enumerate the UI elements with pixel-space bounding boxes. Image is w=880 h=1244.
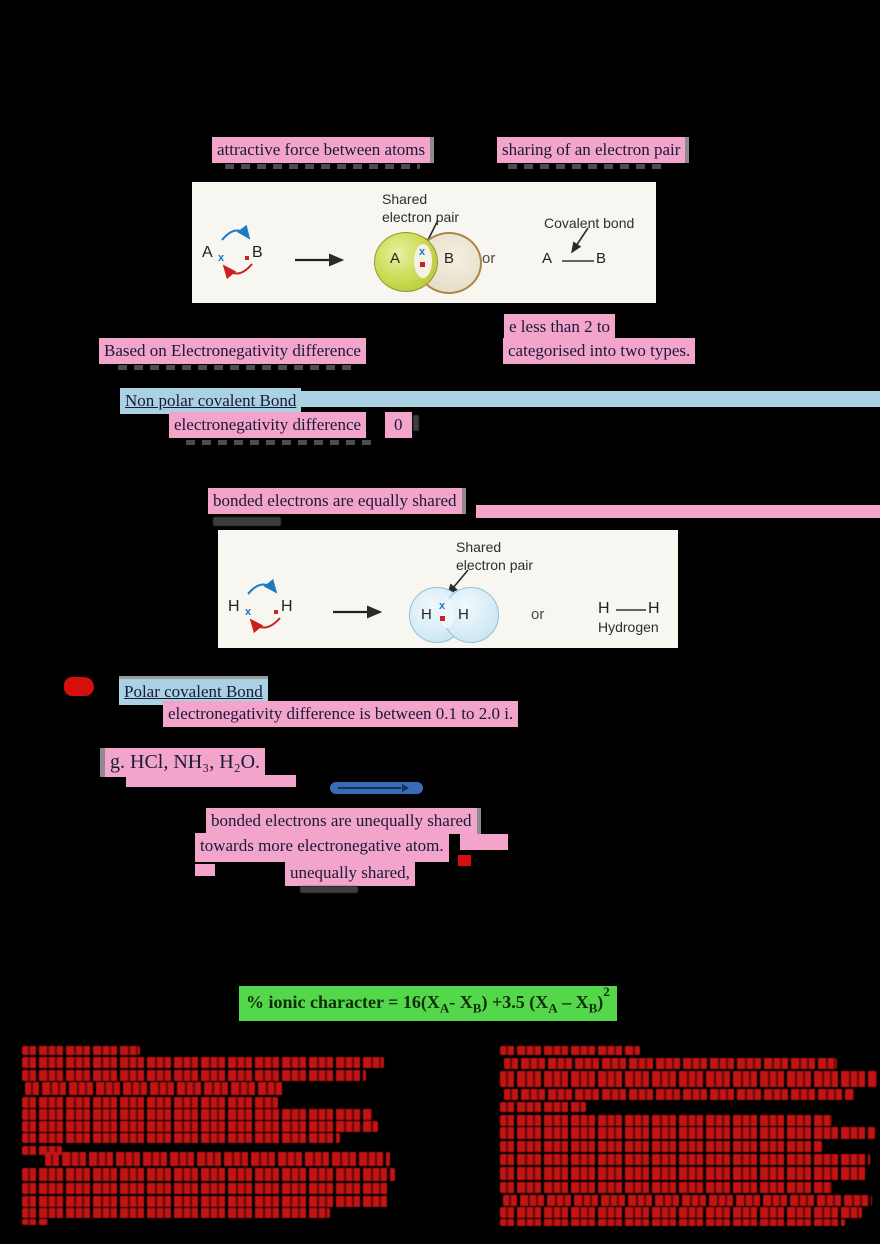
or-label: or <box>482 250 496 267</box>
red-text-line <box>500 1127 875 1139</box>
red-text-line <box>22 1168 395 1181</box>
electron-dot-mark <box>420 262 425 267</box>
red-text-line <box>500 1207 862 1218</box>
atom-h-label: H <box>458 606 469 623</box>
red-text-line <box>503 1195 872 1206</box>
text-remnant <box>300 886 358 893</box>
red-text-line <box>500 1182 832 1193</box>
highlight-en-difference: electronegativity difference <box>169 412 367 438</box>
atom-b-label: B <box>252 244 263 261</box>
overlap-lens <box>414 244 432 278</box>
red-mark <box>458 855 471 866</box>
text-remnant <box>225 164 420 169</box>
red-text-line <box>22 1121 378 1132</box>
atom-h-label: H <box>281 598 293 615</box>
arrow-shaft <box>338 787 401 789</box>
atom-h-label: H <box>648 600 660 617</box>
electron-x-mark: x <box>439 600 446 612</box>
red-text-line <box>25 1082 285 1095</box>
red-text-line <box>22 1109 372 1120</box>
highlight-less-than-2: e less than 2 to <box>504 314 616 340</box>
electron-x-mark: x <box>218 252 225 264</box>
electron-transfer-arrow-red <box>249 617 281 634</box>
red-text-line <box>22 1146 62 1155</box>
polar-covalent-bond-heading: Polar covalent Bond <box>119 676 268 705</box>
highlight-unequally-shared-2: unequally shared, <box>285 860 415 886</box>
red-text-line <box>504 1089 854 1100</box>
red-text-line <box>500 1115 832 1126</box>
highlight-attractive-force: attractive force between atoms <box>212 137 431 163</box>
electron-transfer-arrow-red <box>222 263 253 280</box>
electron-dot-mark <box>245 256 249 260</box>
pink-highlight-band <box>476 505 880 518</box>
highlight-categorised-two-types: categorised into two types. <box>503 338 696 364</box>
red-text-line <box>22 1208 330 1218</box>
highlight-unequally-shared: bonded electrons are unequally shared <box>206 808 477 834</box>
red-text-line <box>45 1152 390 1166</box>
diagram-arrows <box>221 219 594 280</box>
red-text-line <box>500 1102 586 1112</box>
red-text-line <box>500 1141 822 1152</box>
pink-fragment <box>460 834 508 850</box>
text-remnant <box>118 365 353 370</box>
pink-highlight-band <box>126 775 296 787</box>
covalent-bond-pointer-arrow <box>571 227 589 254</box>
text-remnant <box>413 415 419 431</box>
text-remnant <box>508 164 668 169</box>
text-remnant <box>213 517 281 526</box>
red-text-line <box>500 1167 868 1180</box>
arrow-head <box>402 784 409 792</box>
pink-fragment <box>195 864 215 876</box>
electron-x-mark: x <box>419 246 426 258</box>
red-text-line <box>500 1219 845 1226</box>
highlight-zero: 0 <box>385 412 412 438</box>
cyan-highlight-band <box>298 391 880 407</box>
red-text-line <box>22 1097 278 1108</box>
atom-b-label: B <box>596 250 607 267</box>
blue-strikethrough-bar <box>330 782 423 794</box>
red-text-line <box>22 1183 390 1194</box>
red-text-line <box>22 1196 390 1207</box>
atom-h-label: H <box>228 598 240 615</box>
atom-h-label: H <box>421 606 432 623</box>
electron-dot-mark <box>440 616 445 621</box>
red-text-line <box>500 1154 870 1165</box>
ionic-character-formula: % ionic character = 16(XA- XB) +3.5 (XA … <box>239 984 617 1021</box>
highlight-equally-shared: bonded electrons are equally shared <box>208 488 462 514</box>
highlight-towards-atom: towards more electronegative atom. <box>195 833 449 862</box>
red-text-line <box>22 1133 340 1143</box>
highlight-examples: g. HCl, NH₃, H₂O. <box>105 748 266 777</box>
electron-dot-mark <box>274 610 278 614</box>
red-text-line <box>500 1046 640 1055</box>
red-text-line <box>500 1071 877 1087</box>
highlight-sharing-electron-pair: sharing of an electron pair <box>497 137 686 163</box>
hydrogen-name-label: Hydrogen <box>598 619 659 635</box>
nonpolar-covalent-bond-heading: Non polar covalent Bond <box>120 388 302 414</box>
covalent-bond-label: Covalent bond <box>544 215 635 231</box>
text-remnant <box>186 440 376 445</box>
electron-x-mark: x <box>245 606 252 618</box>
or-label: or <box>531 606 545 623</box>
red-text-line <box>22 1046 140 1055</box>
red-text-line <box>22 1070 366 1081</box>
red-marker-blob <box>64 677 94 696</box>
red-text-line <box>22 1057 384 1068</box>
electron-transfer-arrow-blue <box>221 224 251 241</box>
atom-a-label: A <box>542 250 553 267</box>
red-text-line <box>22 1219 48 1225</box>
atom-a-label: A <box>202 244 213 261</box>
electron-transfer-arrow-blue <box>247 578 278 595</box>
atom-a-label: A <box>390 250 401 267</box>
atom-h-label: H <box>598 600 610 617</box>
atom-b-label: B <box>444 250 455 267</box>
red-text-line <box>504 1058 837 1069</box>
highlight-based-on-electronegativity: Based on Electronegativity difference <box>99 338 366 364</box>
highlight-polar-range: electronegativity difference is between … <box>163 701 519 727</box>
